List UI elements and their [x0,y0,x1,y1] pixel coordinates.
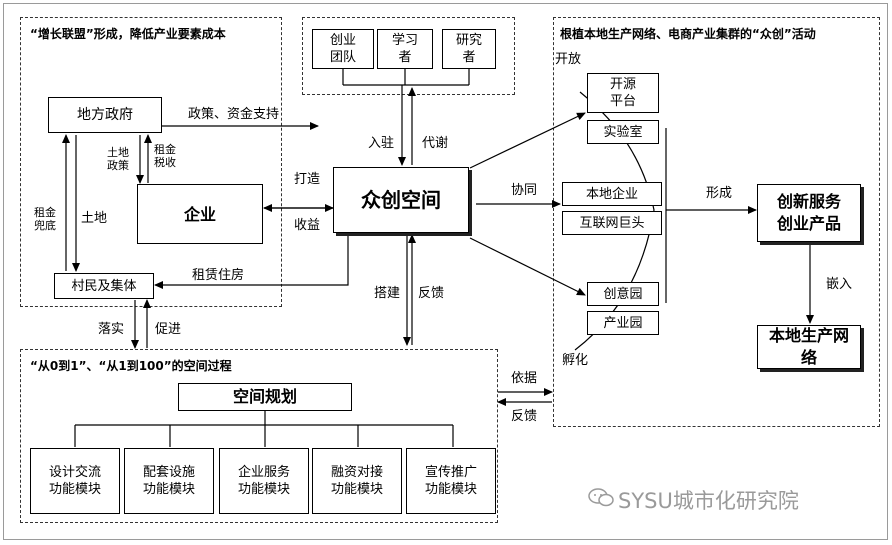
box-module-design: 设计交流 功能模块 [30,448,120,514]
box-space-planning: 空间规划 [178,383,352,411]
label-rent-guarantee: 租金 兜底 [34,206,56,232]
box-team: 创业 团队 [312,29,374,69]
box-researcher: 研究 者 [442,29,496,69]
label-metabolism: 代谢 [422,136,449,151]
box-module-enterprise-service: 企业服务 功能模块 [219,448,309,514]
box-module-financing: 融资对接 功能模块 [312,448,402,514]
label-build: 打造 [294,172,321,187]
box-makerspace: 众创空间 [333,167,469,233]
label-open: 开放 [555,52,582,67]
box-learner: 学习 者 [377,29,433,69]
label-rent-tax: 租金 税收 [154,143,176,169]
box-villagers: 村民及集体 [54,273,154,299]
label-income: 收益 [294,218,321,233]
label-promote: 促进 [155,322,182,337]
box-open-platform: 开源 平台 [587,73,659,113]
region-spatial-process [20,349,498,523]
region-title-spatial-process: “从0到1”、“从1到100”的空间过程 [30,359,232,373]
label-land-policy: 土地 政策 [107,146,129,172]
region-innovation-activities [553,17,880,427]
label-feedback: 反馈 [418,286,445,301]
box-lab: 实验室 [587,120,659,144]
label-form: 形成 [706,186,733,201]
box-industrial-park: 产业园 [587,311,659,335]
box-local-network: 本地生产网 络 [757,325,861,369]
box-module-facilities: 配套设施 功能模块 [124,448,214,514]
box-internet-giant: 互联网巨头 [562,211,662,235]
wechat-icon [588,488,614,507]
label-enter: 入驻 [368,136,395,151]
label-rental-housing: 租赁住房 [192,268,245,283]
label-embed: 嵌入 [826,277,853,292]
box-creative-park: 创意园 [587,282,659,306]
label-cooperate: 协同 [511,183,538,198]
label-policy-funds: 政策、资金支持 [188,107,280,122]
box-innovation-service: 创新服务 创业产品 [757,184,861,242]
label-incubate: 孵化 [562,353,589,368]
region-title-growth-alliance: “增长联盟”形成，降低产业要素成本 [30,27,226,41]
label-implement: 落实 [98,322,125,337]
box-module-promotion: 宣传推广 功能模块 [406,448,496,514]
outer-frame [3,3,888,540]
box-local-enterprise: 本地企业 [562,182,662,206]
label-construct: 搭建 [374,286,401,301]
watermark: SYSU城市化研究院 [618,489,799,513]
box-enterprise: 企业 [137,184,263,244]
label-feedback-2: 反馈 [511,409,538,424]
region-growth-alliance [20,17,282,307]
label-basis: 依据 [511,371,538,386]
region-title-innovation-activities: 根植本地生产网络、电商产业集群的“众创”活动 [560,27,816,41]
label-land: 土地 [81,211,108,226]
box-government: 地方政府 [48,97,162,133]
